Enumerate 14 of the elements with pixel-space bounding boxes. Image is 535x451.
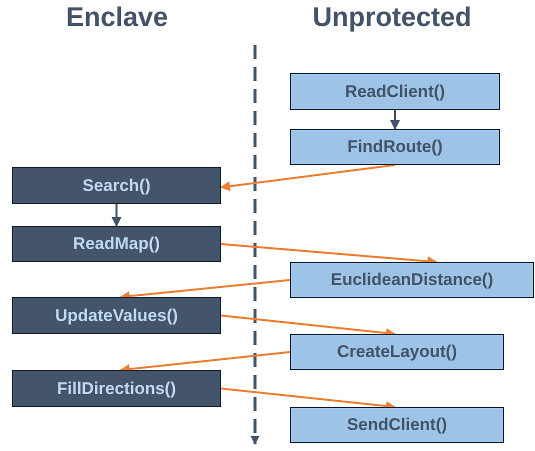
column-heading: Enclave (66, 2, 168, 33)
function-box: EuclideanDistance() (290, 262, 534, 298)
function-box: FindRoute() (290, 129, 500, 165)
arrow (390, 110, 400, 130)
function-box: CreateLayout() (290, 334, 504, 370)
function-box: UpdateValues() (12, 297, 221, 334)
arrow (112, 204, 122, 227)
function-box: Search() (12, 167, 221, 204)
function-box: ReadClient() (290, 73, 500, 110)
column-heading: Unprotected (312, 2, 472, 33)
function-box: ReadMap() (12, 226, 221, 262)
function-box: FillDirections() (12, 370, 221, 407)
arrow (220, 164, 396, 192)
function-box: SendClient() (290, 407, 504, 443)
